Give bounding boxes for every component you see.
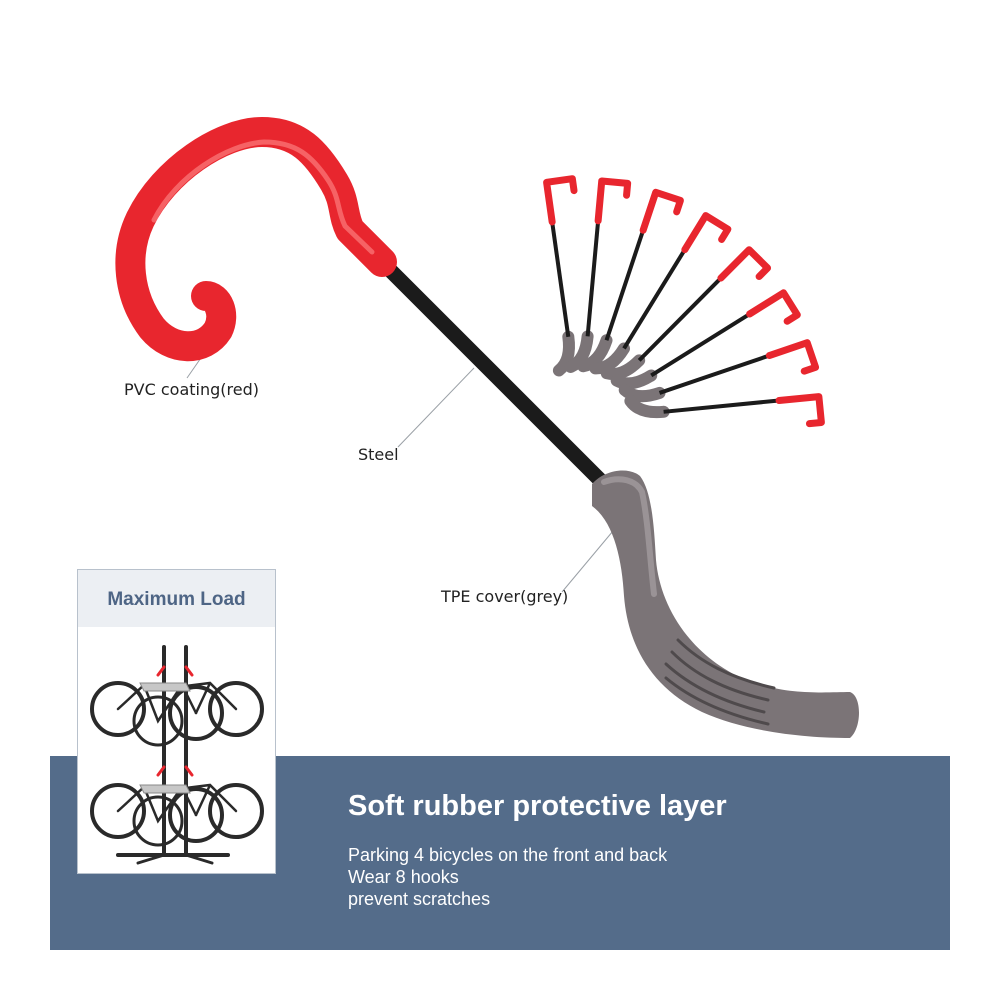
hook-fan	[543, 175, 825, 428]
banner-line-parking: Parking 4 bicycles on the front and back	[348, 845, 668, 865]
fan-hook	[610, 289, 801, 390]
maximum-load-card: Maximum Load	[77, 569, 276, 874]
main-hook	[115, 117, 859, 738]
pvc-coated-hook	[115, 117, 397, 362]
load-card-title: Maximum Load	[107, 589, 246, 610]
fan-hook	[589, 212, 732, 375]
tpe-cover-label: TPE cover(grey)	[441, 587, 569, 606]
steel-rod	[372, 252, 620, 500]
tpe-grip-ridges	[664, 638, 776, 726]
fan-hook	[624, 393, 825, 428]
fan-hook	[564, 177, 632, 373]
bike-stand-illustration	[90, 645, 264, 865]
steel-label: Steel	[358, 445, 399, 464]
banner-line-scratches: prevent scratches	[348, 889, 491, 909]
fan-hook	[543, 175, 578, 377]
tpe-cover	[592, 470, 859, 738]
pvc-coating-label: PVC coating(red)	[124, 380, 259, 399]
banner-title: Soft rubber protective layer	[348, 790, 727, 822]
fan-hook	[618, 339, 820, 403]
banner-line-hooks: Wear 8 hooks	[348, 867, 459, 887]
load-card-header: Maximum Load	[78, 570, 275, 627]
fan-hook	[577, 188, 684, 373]
fan-hook	[600, 246, 772, 381]
